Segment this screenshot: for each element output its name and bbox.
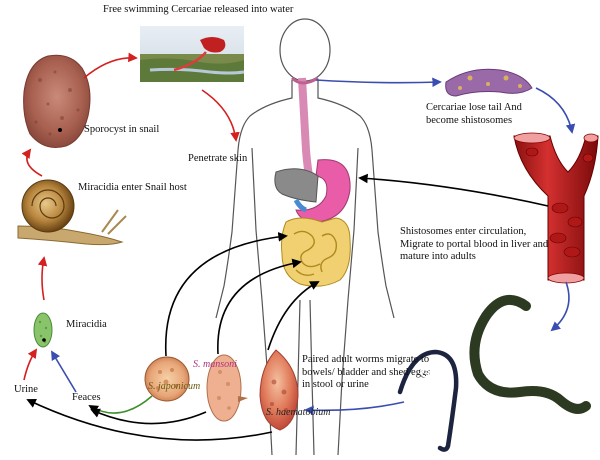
- blood-vessel-image: [513, 132, 599, 284]
- female-symbol-icon: ♀: [420, 366, 431, 384]
- arrow-feaces-to-miracidia: [51, 350, 77, 393]
- cercaria-tail: [173, 51, 207, 72]
- arrow-haematobium-to-urine: [26, 398, 273, 441]
- arrow-vessel-to-liver: [358, 173, 549, 207]
- cercaria-body: [200, 37, 226, 53]
- label-s-haematobium: S. haematobium: [266, 407, 331, 418]
- arrow-japonicum-to-intestine: [164, 232, 288, 357]
- arrow-vessel-to-worms: [550, 281, 570, 332]
- pond-photo: [140, 26, 245, 82]
- egg-s-japonicum: [144, 356, 190, 402]
- label-cercariae-lose-tail: Cercariae lose tail And become shistosom…: [426, 102, 522, 126]
- label-free-swimming: Free swimming Cercariae released into wa…: [103, 4, 294, 15]
- male-worm: [469, 294, 591, 414]
- arrow-miracidia-to-snail: [37, 256, 48, 301]
- arrow-mansoni-to-intestine: [217, 258, 302, 355]
- intestines: [281, 217, 351, 287]
- label-s-japonicum: S. japonicum: [148, 381, 201, 392]
- arrow-cercariae-to-skin: [201, 89, 240, 142]
- miracidia-image: [33, 312, 53, 348]
- snail-image: [17, 179, 127, 246]
- schistosomule-image: [445, 68, 533, 97]
- label-miracidia-enter: Miracidia enter Snail host: [78, 182, 187, 193]
- arrow-worms-to-eggs: [304, 401, 405, 416]
- arrow-to-schistosomule: [315, 77, 442, 88]
- arrow-mansoni-to-feaces: [90, 408, 207, 425]
- arrow-urine-to-miracidia: [23, 348, 38, 381]
- arrow-sporocyst-to-cercariae: [83, 52, 138, 79]
- label-penetrate-skin: Penetrate skin: [188, 153, 248, 164]
- egg-s-haematobium: [259, 349, 299, 431]
- label-paired-adult-worms: Paired adult worms migrate to bowels/ bl…: [302, 354, 431, 390]
- label-feaces: Feaces: [72, 392, 101, 403]
- label-enter-circulation: Shistosomes enter circulation, Migrate t…: [400, 226, 549, 262]
- liver: [274, 168, 319, 203]
- male-symbol-icon: ♂: [485, 334, 499, 352]
- female-worm: [397, 349, 459, 452]
- label-s-mansoni: S. mansoni: [193, 359, 237, 370]
- sporocyst-image: [23, 54, 91, 148]
- egg-s-mansoni: [206, 354, 248, 422]
- gallbladder: [293, 198, 307, 213]
- label-miracidia: Miracidia: [66, 319, 107, 330]
- arrow-haematobium-to-bladder: [267, 281, 320, 351]
- arrow-to-vessel: [535, 87, 576, 134]
- arrow-snail-to-sporocyst: [21, 148, 43, 177]
- label-urine: Urine: [14, 384, 38, 395]
- label-sporocyst: Sporocyst in snail: [84, 124, 160, 135]
- mouth: [290, 76, 319, 85]
